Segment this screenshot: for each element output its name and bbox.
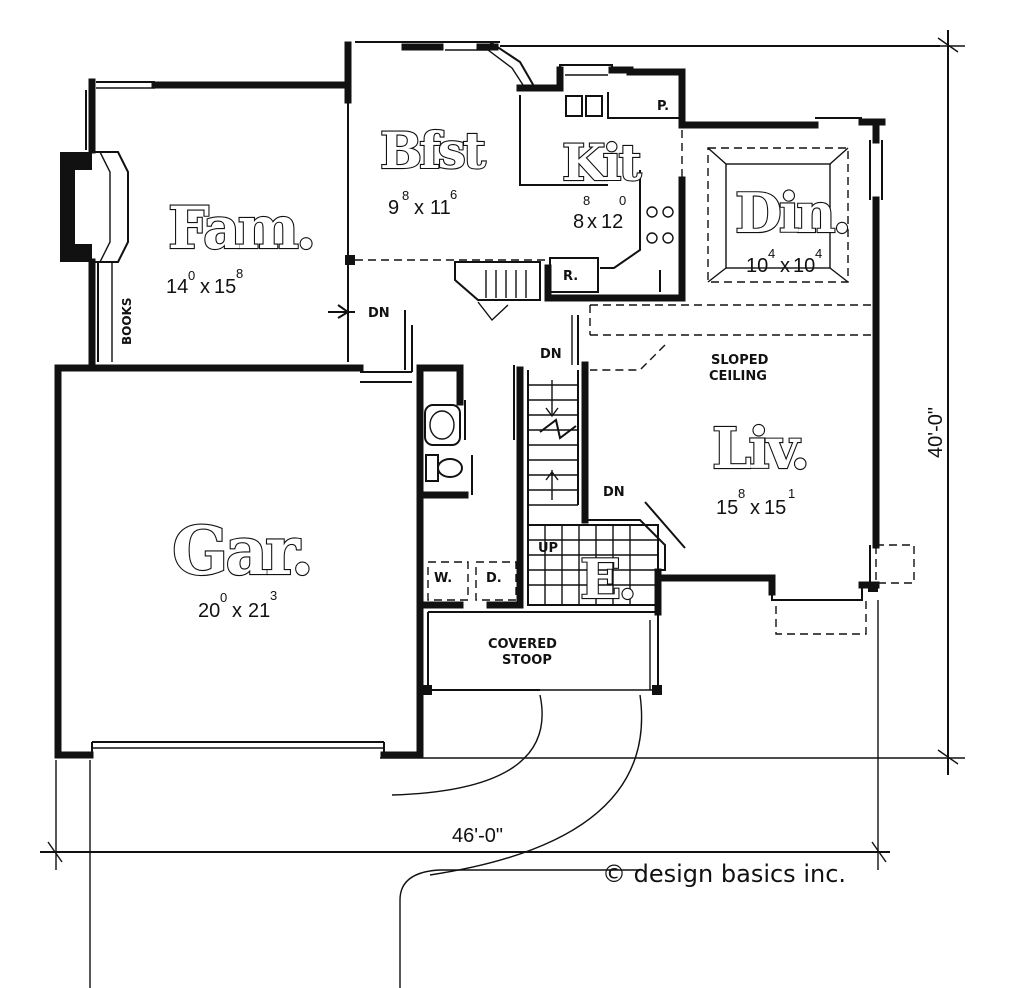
liv-dim-width-sup: 8: [738, 486, 745, 501]
gar-dim-x: x: [232, 600, 242, 622]
overall-width-label: 46'-0": [452, 825, 503, 847]
room-name-kit: Kit: [562, 133, 641, 192]
annotation-labels: BOOKS DN DN DN UP P. R. W. D. SLOPED CEI…: [120, 99, 769, 668]
sloped-ceiling-label-2: CEILING: [709, 369, 767, 384]
fam-dim-x: x: [200, 276, 210, 298]
kit-dim-width: 8: [573, 211, 584, 233]
refrigerator-label: R.: [563, 269, 578, 284]
room-name-entry: E.: [580, 547, 634, 611]
gar-dim-width: 20: [198, 600, 220, 622]
gar-dim-height-sup: 3: [270, 588, 277, 603]
din-dim-width: 10: [746, 255, 768, 277]
books-label: BOOKS: [120, 298, 134, 346]
fam-dim-width: 14: [166, 276, 188, 298]
fireplace: [60, 151, 129, 263]
fam-dim-height: 15: [214, 276, 236, 298]
sloped-ceiling-label-1: SLOPED: [711, 353, 769, 368]
fam-dim-width-sup: 0: [188, 268, 195, 283]
bfst-dim-height-sup: 6: [450, 187, 457, 202]
bfst-dim-width: 9: [388, 197, 399, 219]
gar-dim-height: 21: [248, 600, 270, 622]
din-dim-height: 10: [793, 255, 815, 277]
liv-dim-height: 15: [764, 497, 786, 519]
fam-dim-height-sup: 8: [236, 266, 243, 281]
room-name-bfst: Bfst: [380, 121, 486, 180]
room-name-liv: Liv.: [712, 416, 807, 482]
bfst-dim-width-sup: 8: [402, 188, 409, 203]
dn-liv-label: DN: [603, 485, 625, 500]
liv-dim-width: 15: [716, 497, 738, 519]
kit-dim-width-sup: 8: [583, 193, 590, 208]
room-name-fam: Fam.: [168, 194, 313, 262]
overall-depth-label: 40'-0": [925, 407, 947, 458]
kit-dim-height-sup: 0: [619, 193, 626, 208]
up-label: UP: [538, 541, 558, 556]
din-dim-width-sup: 4: [768, 246, 775, 261]
din-dim-x: x: [780, 255, 790, 277]
liv-dim-height-sup: 1: [788, 486, 795, 501]
dimension-lines: [40, 30, 965, 988]
covered-stoop-label-2: STOOP: [502, 653, 552, 668]
room-dimensions: 14 0 x 15 8 9 8 x 11 6 8 0 8 x 12 10 4 x…: [166, 187, 822, 622]
liv-dim-x: x: [750, 497, 760, 519]
copyright-credit: © design basics inc.: [602, 860, 847, 888]
bfst-dim-x: x: [414, 197, 424, 219]
room-name-gar: Gar.: [172, 512, 311, 590]
dryer-label: D.: [486, 571, 502, 586]
pantry-label: P.: [657, 99, 669, 114]
gar-dim-width-sup: 0: [220, 590, 227, 605]
room-name-din: Din.: [735, 181, 848, 245]
washer-label: W.: [434, 571, 452, 586]
kit-dim-height: 12: [601, 211, 623, 233]
din-dim-height-sup: 4: [815, 246, 822, 261]
kit-dim-x: x: [587, 211, 597, 233]
dn-stair-label: DN: [540, 347, 562, 362]
bfst-dim-height: 11: [430, 197, 451, 219]
covered-stoop-label-1: COVERED: [488, 637, 557, 652]
room-labels: Fam. Bfst Kit Din. Liv. Gar. E.: [167, 120, 853, 612]
interior-lines: [85, 41, 940, 758]
dn-fam-label: DN: [368, 306, 390, 321]
